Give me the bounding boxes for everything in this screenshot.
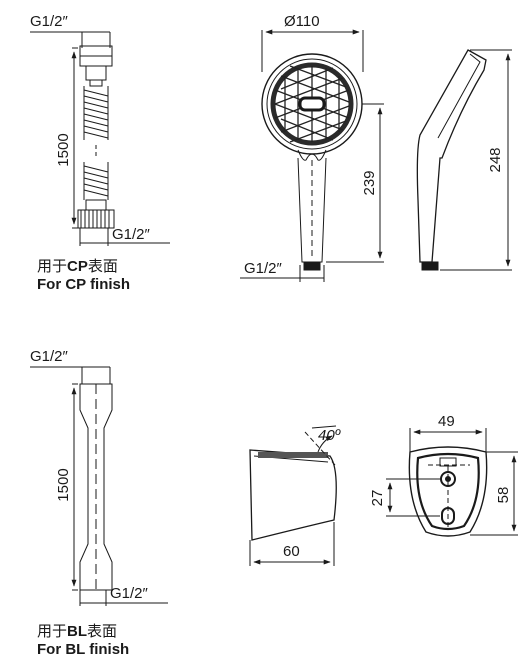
cp-length-label: 1500 (55, 133, 72, 166)
cp-caption-zh: 用于CP表面 (37, 258, 130, 276)
hose-spiral-upper (83, 86, 109, 140)
bracket-width-label: 49 (438, 413, 455, 430)
bl-top-thread-label: G1/2″ (30, 348, 69, 365)
cp-caption-zh-code: CP (67, 258, 88, 275)
bl-caption-zh-prefix: 用于 (37, 623, 68, 640)
hand-shower-side-view (416, 49, 512, 271)
bl-caption-zh-code: BL (67, 623, 88, 640)
bl-length-label: 1500 (55, 468, 72, 501)
bl-bottom-thread-label: G1/2″ (110, 585, 149, 602)
head-diameter-label: Ø110 (284, 13, 320, 30)
bl-caption-en: For BL finish (37, 641, 130, 658)
cp-caption-zh-prefix: 用于 (37, 258, 68, 275)
bracket-side-view (249, 425, 337, 566)
bl-caption: 用于BL表面 For BL finish (37, 623, 129, 659)
handle-length-label: 239 (361, 170, 378, 195)
bracket-hole-spacing-label: 27 (369, 490, 386, 507)
bracket-angle-label: 40º (318, 427, 342, 444)
bracket-depth-label: 60 (283, 543, 300, 560)
handle-thread-label: G1/2″ (244, 260, 283, 277)
bl-caption-zh: 用于BL表面 (37, 623, 129, 641)
cp-caption-zh-suffix: 表面 (87, 258, 118, 275)
bl-hose-drawing (30, 366, 168, 606)
hand-shower-front-view (240, 29, 384, 282)
cp-bottom-thread-label: G1/2″ (112, 226, 151, 243)
bracket-front-view (386, 428, 518, 537)
bracket-height-label: 58 (495, 487, 512, 504)
hose-spiral-lower (83, 162, 109, 200)
cp-top-thread-label: G1/2″ (30, 13, 69, 30)
cp-caption-en: For CP finish (37, 276, 131, 293)
bl-caption-zh-suffix: 表面 (87, 623, 118, 640)
cp-caption: 用于CP表面 For CP finish (37, 258, 130, 294)
cp-hose-drawing (30, 31, 170, 246)
side-length-label: 248 (487, 147, 504, 172)
